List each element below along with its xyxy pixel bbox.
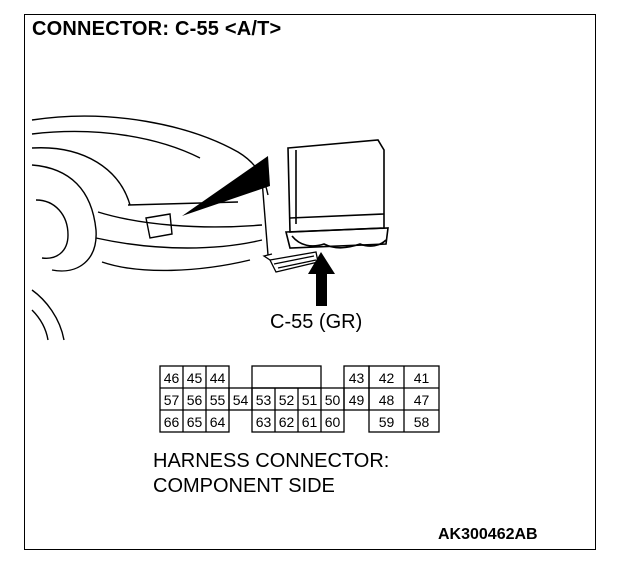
pin-51: 51 xyxy=(302,392,318,408)
pin-56: 56 xyxy=(187,392,203,408)
pointer-arrow xyxy=(308,252,335,306)
pin-57: 57 xyxy=(164,392,180,408)
pin-49: 49 xyxy=(349,392,365,408)
diagram-title: CONNECTOR: C-55 <A/T> xyxy=(32,18,282,40)
pin-48: 48 xyxy=(379,392,395,408)
pin-47: 47 xyxy=(414,392,430,408)
caption-line-1: HARNESS CONNECTOR: xyxy=(153,450,390,472)
pin-60: 60 xyxy=(325,414,341,430)
pin-58: 58 xyxy=(414,414,430,430)
harness-caption: HARNESS CONNECTOR: COMPONENT SIDE xyxy=(153,449,389,499)
control-module xyxy=(284,139,389,249)
pin-41: 41 xyxy=(414,370,430,386)
pin-52: 52 xyxy=(279,392,295,408)
pin-59: 59 xyxy=(379,414,395,430)
pin-65: 65 xyxy=(187,414,203,430)
pin-62: 62 xyxy=(279,414,295,430)
pin-grid xyxy=(159,365,440,433)
harness-plug xyxy=(262,251,319,273)
pin-43: 43 xyxy=(349,370,365,386)
pin-50: 50 xyxy=(325,392,341,408)
pin-64: 64 xyxy=(210,414,226,430)
pin-53: 53 xyxy=(256,392,272,408)
pin-46: 46 xyxy=(164,370,180,386)
callout-wedge xyxy=(182,156,270,216)
dashboard-illustration xyxy=(31,115,269,341)
pin-44: 44 xyxy=(210,370,226,386)
connector-label: C-55 (GR) xyxy=(270,311,363,333)
pin-45: 45 xyxy=(187,370,203,386)
pin-66: 66 xyxy=(164,414,180,430)
figure-frame xyxy=(24,14,596,550)
pin-55: 55 xyxy=(210,392,226,408)
pin-61: 61 xyxy=(302,414,318,430)
caption-line-2: COMPONENT SIDE xyxy=(153,475,335,497)
pin-42: 42 xyxy=(379,370,395,386)
pin-54: 54 xyxy=(233,392,249,408)
pin-63: 63 xyxy=(256,414,272,430)
pin-labels: 46 45 44 57 56 55 66 65 64 54 53 52 51 5… xyxy=(164,370,430,430)
figure-code: AK300462AB xyxy=(438,526,538,543)
